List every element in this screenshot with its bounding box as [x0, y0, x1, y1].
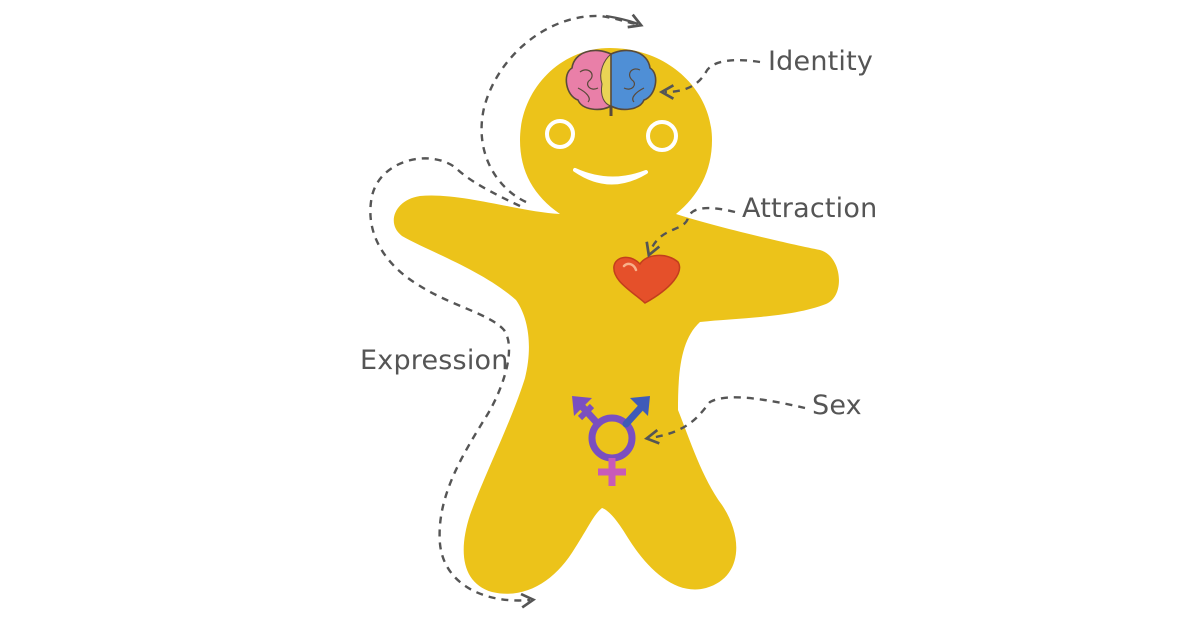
identity-label: Identity — [768, 46, 874, 77]
identity-connector — [658, 58, 761, 100]
attraction-label: Attraction — [742, 193, 878, 224]
heart-icon — [613, 254, 681, 304]
right-eye — [646, 120, 678, 152]
sex-connector — [643, 396, 806, 445]
brain-icon — [565, 49, 657, 116]
transgender-symbol-icon — [572, 396, 650, 486]
expression-label: Expression — [360, 345, 509, 376]
gingerbread-body — [393, 48, 839, 594]
expression-outline — [369, 14, 637, 601]
sex-label: Sex — [812, 390, 862, 421]
smile — [573, 168, 648, 185]
left-eye — [545, 119, 575, 149]
